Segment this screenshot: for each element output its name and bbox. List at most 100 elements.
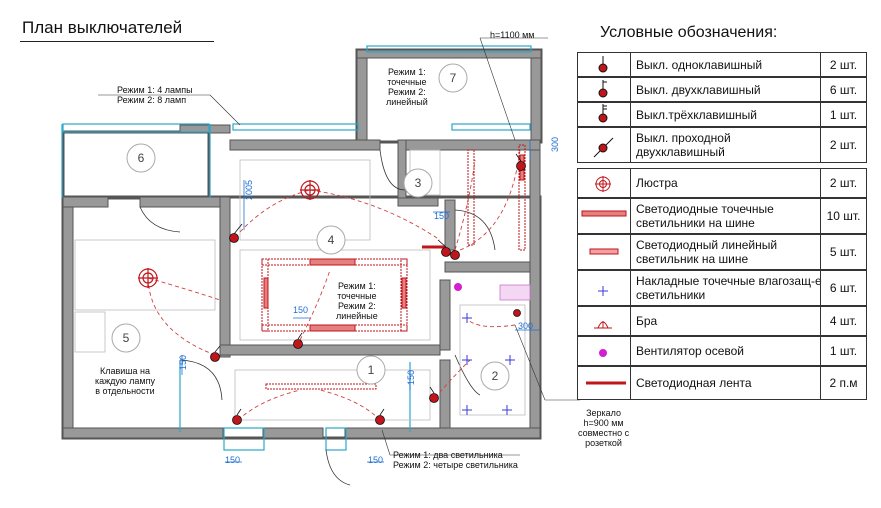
legend-qty: 2 шт. <box>820 53 866 76</box>
led-linear-rail-icon <box>589 248 619 255</box>
mirror-line-4: розеткой <box>585 438 622 448</box>
room7-mode-1b: точечные <box>387 77 427 87</box>
axial-fan-icon <box>599 349 607 357</box>
legend-row: Выкл. одноклавишный 2 шт. <box>577 52 867 77</box>
legend-row: Бра 4 шт. <box>577 306 867 336</box>
legend-symbol <box>578 128 631 162</box>
legend-row: Светодиодная лента 2 п.м <box>577 366 867 400</box>
double-switch-icon <box>598 80 608 98</box>
legend-qty: 6 шт. <box>820 271 866 305</box>
legend-row: Выкл. проходной двухклавишный 2 шт. <box>577 127 867 163</box>
key-line-2: каждую лампу <box>95 376 155 386</box>
key-note: Клавиша на каждую лампу в отдельности <box>95 366 155 396</box>
room-7: 7 <box>450 71 457 85</box>
room4-modes-note: Режим 1: точечные Режим 2: линейные <box>336 281 378 321</box>
legend-symbol <box>578 78 631 101</box>
single-switch-icon <box>598 56 608 73</box>
legend-qty: 1 шт. <box>820 103 866 126</box>
legend-symbol <box>578 271 631 305</box>
bottom-mode-2: Режим 2: четыре светильника <box>393 460 518 470</box>
mirror-note: Зеркало h=900 мм совместно с розеткой <box>578 408 629 448</box>
legend-symbol <box>578 235 631 269</box>
legend-symbol <box>578 307 631 335</box>
legend-qty: 10 шт. <box>820 199 866 233</box>
dimension-lines <box>181 140 540 463</box>
dim-150-bottom-left: 150 <box>225 455 241 465</box>
room7-mode-2: Режим 2: <box>387 87 426 97</box>
dim-150-room1: 150 <box>406 369 416 385</box>
room-1: 1 <box>368 363 375 377</box>
chandelier-icon <box>300 180 320 200</box>
legend-qty: 1 шт. <box>820 337 866 365</box>
legend-qty: 2 шт. <box>820 128 866 162</box>
lamps-mode-1: Режим 1: 4 лампы <box>117 85 193 95</box>
legend-symbol <box>578 367 631 399</box>
room4-mode-2: Режим 2: <box>337 301 376 311</box>
dim-150-room3: 150 <box>434 211 450 221</box>
room-4: 4 <box>328 233 335 247</box>
legend-qty: 6 шт. <box>820 78 866 101</box>
dim-150-bottom-right: 150 <box>368 455 384 465</box>
legend-row: Выкл. двухклавишный 6 шт. <box>577 77 867 102</box>
room4-mode-1b: точечные <box>337 291 377 301</box>
legend-label: Выкл. двухклавишный <box>636 82 761 97</box>
legend-qty: 4 шт. <box>820 307 866 335</box>
waterproof-light-icon <box>598 286 608 296</box>
lamps-mode-2: Режим 2: 8 ламп <box>117 95 187 105</box>
room-circles <box>111 63 510 391</box>
legend-qty: 2 п.м <box>820 367 866 399</box>
wall-fills <box>62 49 542 439</box>
legend-row: Светодиодные точечные светильники на шин… <box>577 198 867 234</box>
legend-label: Светодиодная лента <box>636 376 752 390</box>
room-2: 2 <box>492 369 499 383</box>
dim-150-room4: 150 <box>293 305 309 315</box>
key-line-1: Клавиша на <box>99 366 150 376</box>
legend-symbol <box>578 169 631 197</box>
room7-modes-note: Режим 1: точечные Режим 2: линейный <box>386 67 428 107</box>
legend-label: Светодиодные точечные светильники на шин… <box>636 202 774 230</box>
legend-row: Накладные точечные влагозащ-е светильник… <box>577 270 867 306</box>
passthrough-switch-icon <box>593 137 614 158</box>
room7-mode-2b: линейный <box>386 97 428 107</box>
title-underline <box>20 41 214 42</box>
room-5: 5 <box>123 331 130 345</box>
sconce-icon <box>594 321 612 329</box>
legend-title: Условные обозначения: <box>600 24 778 41</box>
legend-symbol <box>578 103 631 126</box>
legend-label: Выкл. одноклавишный <box>636 57 763 72</box>
leader-lines <box>98 37 580 456</box>
dim-2005: 2005 <box>244 179 254 200</box>
room-numbers: 6 7 3 4 5 1 2 <box>123 71 499 383</box>
page-title: План выключателей <box>22 18 183 37</box>
switches <box>210 153 526 425</box>
waterproof-lights <box>462 313 515 415</box>
room-6: 6 <box>138 151 145 165</box>
triple-switch-icon <box>598 104 608 123</box>
door-swings <box>139 149 496 486</box>
legend-label: Люстра <box>636 176 678 190</box>
chandelier-icon <box>595 176 611 192</box>
legend-label: Бра <box>636 314 658 328</box>
legend-row: Выкл.трёхклавишный 1 шт. <box>577 102 867 127</box>
dim-300-top: 300 <box>550 136 560 152</box>
legend-symbol <box>578 53 631 76</box>
dim-300-bath: 300 <box>518 321 534 331</box>
legend-qty: 5 шт. <box>820 235 866 269</box>
lamps-note: Режим 1: 4 лампы Режим 2: 8 ламп <box>117 85 193 105</box>
led-spot-rails <box>261 144 526 390</box>
room7-mode-1: Режим 1: <box>387 67 426 77</box>
led-spot-rail-icon <box>581 210 627 217</box>
room-3: 3 <box>415 176 422 190</box>
legend-symbol <box>578 337 631 365</box>
legend-row: Светодиодный линейный светильник на шине… <box>577 234 867 270</box>
legend-icons <box>581 56 627 385</box>
legend-label: Светодиодный линейный светильник на шине <box>636 238 778 266</box>
legend-label: Накладные точечные влагозащ-е светильник… <box>636 274 822 302</box>
legend-label: Выкл. проходной двухклавишный <box>636 131 731 159</box>
window-frames <box>61 45 532 451</box>
legend-label: Выкл.трёхклавишный <box>636 107 757 122</box>
room4-mode-1: Режим 1: <box>337 281 376 291</box>
